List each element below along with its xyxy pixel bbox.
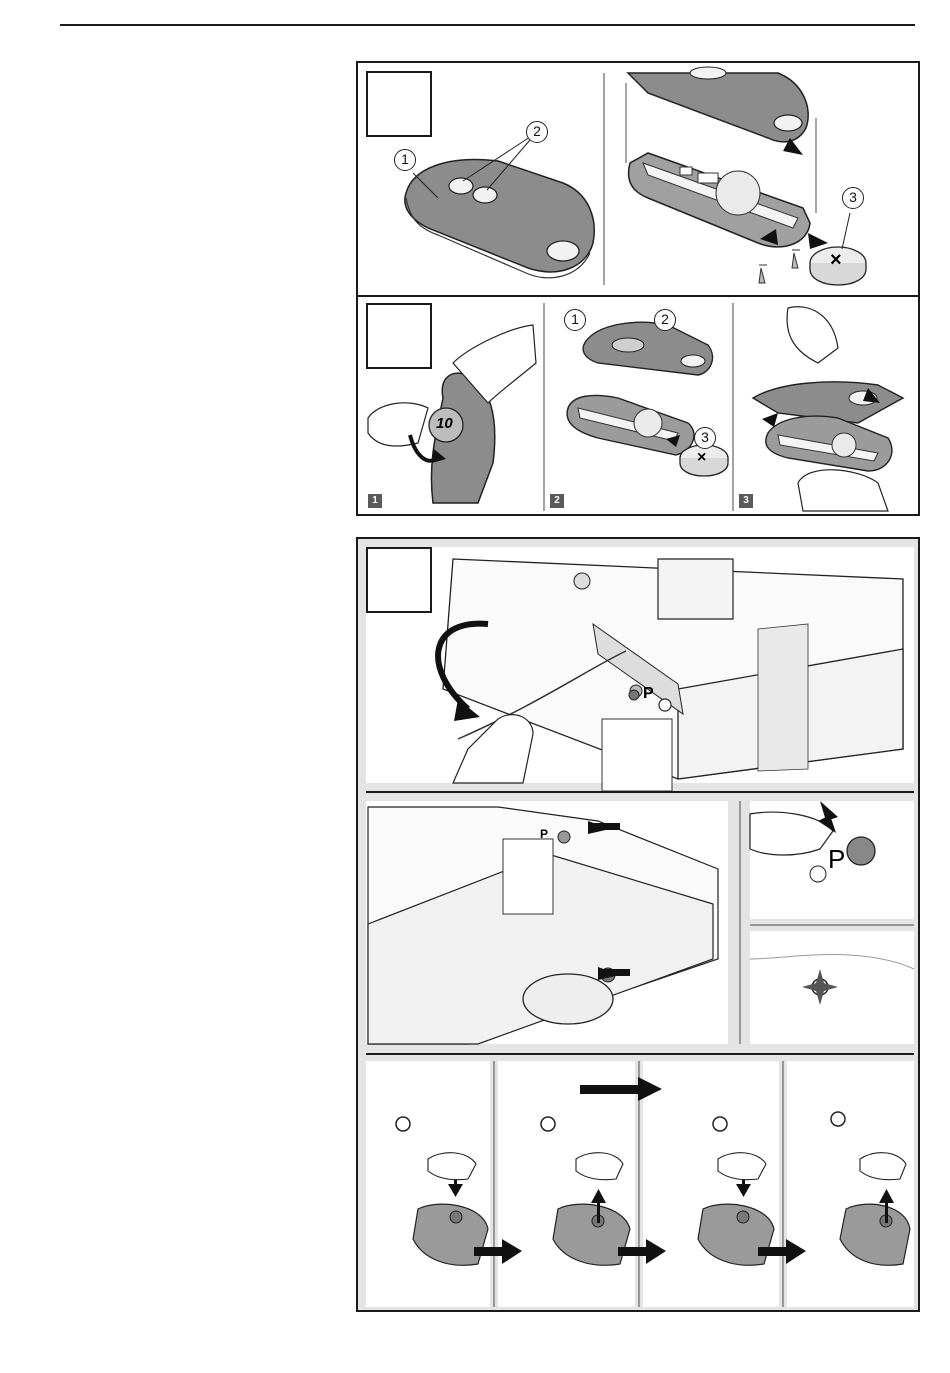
step2-battery-cross-mark: × — [697, 449, 706, 467]
battery-cross-mark: × — [830, 249, 842, 272]
screw-icon — [759, 265, 767, 283]
callout-step2-buttons: 2 — [654, 309, 676, 331]
prog-button-label-closeup: P — [828, 844, 845, 875]
battery-replacement-figure: 1 2 3 × 10 1 2 3 × 1 2 3 — [356, 61, 920, 516]
operator-programming-figure: P P P — [356, 537, 920, 1312]
step-3-drawing — [753, 307, 903, 511]
pairing-sequence-drawing — [366, 1061, 914, 1307]
callout-step2-battery: 3 — [694, 427, 716, 449]
step-box-battery-steps — [366, 303, 432, 369]
callout-buttons: 2 — [526, 121, 548, 143]
callout-battery: 3 — [842, 187, 864, 209]
figure-a-row-divider — [358, 295, 920, 297]
step-tag-3: 3 — [739, 494, 753, 508]
top-rule — [60, 24, 915, 26]
step-box-battery-overview — [366, 71, 432, 137]
callout-remote-housing: 1 — [394, 149, 416, 171]
callout-step2-housing: 1 — [564, 309, 586, 331]
battery-figure-art — [358, 63, 920, 516]
prog-button-label-underside: P — [540, 827, 548, 841]
step-tag-2: 2 — [550, 494, 564, 508]
operator-figure-art — [358, 539, 920, 1312]
coin-value: 10 — [436, 415, 453, 432]
step-box-operator — [366, 547, 432, 613]
step-tag-1: 1 — [368, 494, 382, 508]
prog-button-closeup — [750, 801, 914, 1044]
prog-button-label: P — [643, 685, 654, 703]
remote-closed-drawing — [405, 133, 594, 278]
operator-housing-drawing — [366, 547, 914, 791]
